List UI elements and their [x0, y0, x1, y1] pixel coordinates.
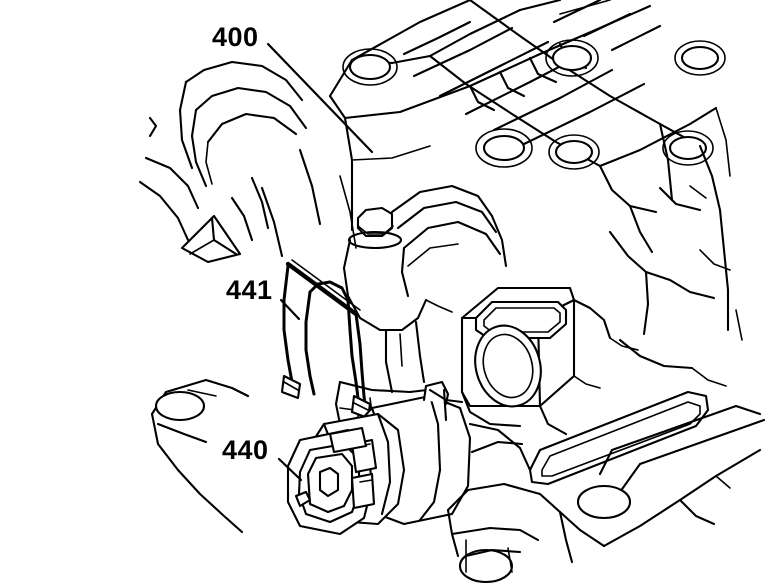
callout-label-440: 440 — [222, 435, 269, 465]
bolt-hole — [482, 134, 526, 162]
bolt-hole — [668, 135, 708, 161]
long-slot-rib — [528, 390, 710, 486]
solenoid-440 — [286, 380, 472, 536]
boss-hole — [154, 390, 206, 422]
callout-group: 400 441 440 — [212, 22, 374, 482]
retaining-clip-441 — [280, 259, 372, 420]
center-assembly — [334, 184, 508, 441]
clip-foot — [280, 374, 302, 400]
lower-left-mounting-boss — [150, 378, 250, 534]
valve-body-case-upper — [328, 0, 731, 254]
mid-right-surfaces — [608, 230, 743, 387]
leader-line-441 — [279, 298, 301, 321]
callout-label-400: 400 — [212, 22, 259, 52]
connector-tab — [294, 490, 312, 508]
bolt-hole — [680, 45, 720, 71]
bolt-hole — [551, 44, 593, 72]
bolt-hole — [554, 139, 594, 165]
leader-line-440 — [277, 457, 303, 482]
hex-bolt-head — [356, 206, 394, 238]
left-rib-region — [138, 60, 357, 264]
solenoid-port-boss — [460, 286, 639, 436]
lower-right-rib-region — [428, 388, 766, 584]
bolt-hole — [576, 484, 632, 520]
leader-line-400 — [266, 42, 374, 154]
bolt-hole — [348, 53, 392, 81]
callout-label-441: 441 — [226, 275, 273, 305]
